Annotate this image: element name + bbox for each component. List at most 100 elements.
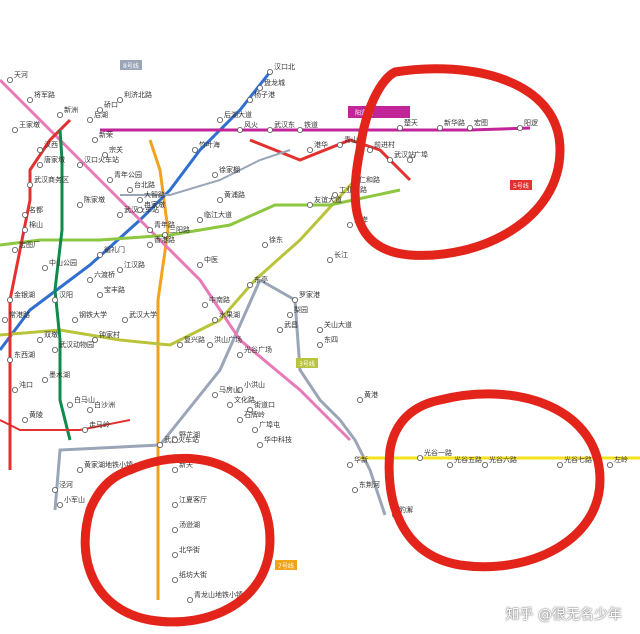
station-label: 钢铁大学: [79, 310, 107, 319]
station-dot: [146, 226, 153, 233]
station-label: 风火: [244, 121, 258, 129]
line-8-diag: [158, 279, 262, 446]
station-label: 杨子港: [254, 90, 275, 99]
station-dot: [7, 77, 13, 84]
station-label: 循礼门: [104, 245, 125, 254]
station-label: 汤逊湖: [179, 520, 200, 529]
station-label: 东四: [324, 335, 338, 344]
station-label: 武汉动物园: [59, 340, 94, 349]
station-label: 北华街: [179, 545, 200, 554]
station-dot: [211, 316, 218, 323]
station-dot: [351, 486, 358, 493]
station-dot: [92, 336, 99, 343]
station-dot: [246, 406, 253, 413]
station-dot: [26, 181, 33, 188]
station-dot: [176, 341, 183, 348]
station-label: 后湖大道: [224, 110, 252, 119]
station-label: 中南路: [209, 295, 230, 304]
line-7: [148, 139, 170, 600]
station-label: 青山: [344, 135, 358, 144]
station-dot: [331, 191, 338, 198]
station-dot: [146, 241, 153, 248]
line-7-tag-box: [275, 560, 297, 570]
station-dot: [156, 441, 163, 448]
station-label: 竹叶海: [199, 140, 220, 149]
station-label: 黄家湖地铁小镇: [84, 460, 133, 469]
station-dot: [216, 117, 223, 124]
station-label: 江汉路: [124, 260, 145, 269]
station-dot: [171, 466, 178, 473]
line-link-b: [0, 419, 131, 431]
line-link-a: [120, 149, 291, 196]
station-label: 新荣: [99, 130, 113, 139]
station-dot: [436, 125, 443, 132]
station-label: 铁道: [304, 120, 318, 129]
station-label: 梨园: [294, 305, 308, 314]
station-dot: [481, 461, 488, 468]
station-dot: [276, 326, 283, 333]
line-5-tag-box: [510, 180, 532, 190]
station-dot: [87, 406, 94, 413]
station-label: 名都: [29, 205, 43, 214]
station-label: 宏图厂: [19, 240, 40, 249]
station-label: 东西湖: [14, 350, 35, 359]
station-dot: [37, 146, 44, 153]
station-dot: [92, 136, 99, 143]
station-dot: [246, 281, 253, 288]
station-label: 武汉商务区: [34, 175, 69, 184]
station-label: 豹澥: [399, 505, 413, 514]
station-dot: [2, 316, 8, 323]
station-label: 汉口火车站: [84, 155, 119, 164]
station-label: 王家墩: [19, 120, 40, 129]
station-label: 文化路: [234, 395, 255, 404]
station-dot: [117, 97, 124, 104]
station-dot: [72, 316, 79, 323]
line-21: [100, 126, 531, 132]
station-label: 走马岭: [89, 420, 110, 429]
station-label: 汉口北: [274, 63, 295, 71]
station-dot: [57, 112, 64, 119]
station-label: 友谊大道: [314, 195, 342, 204]
station-label: 武昌: [284, 320, 298, 329]
station-dot: [286, 311, 293, 318]
station-label: 武汉站: [394, 150, 415, 159]
station-dot: [161, 231, 168, 238]
station-label: 长江: [334, 250, 348, 259]
station-label: 将军路: [34, 90, 55, 99]
station-dot: [117, 266, 124, 273]
station-label: 香港路: [154, 235, 175, 244]
line-5: [8, 118, 72, 470]
station-dot: [42, 376, 49, 383]
station-label: 青年路: [154, 220, 175, 229]
station-label: 汉西: [44, 141, 58, 149]
station-dot: [196, 216, 203, 223]
station-label: 沌口: [19, 380, 33, 389]
station-dot: [296, 127, 303, 134]
line-3-tag-box: [296, 358, 318, 368]
line-2: [0, 78, 352, 442]
station-label: 钟家村: [99, 330, 120, 339]
station-label: 光谷五路: [454, 455, 482, 464]
station-label: 石牌岭: [244, 410, 265, 419]
station-dot: [122, 316, 129, 323]
station-label: 六渡桥: [94, 270, 115, 279]
station-label: 三阳路: [169, 225, 190, 234]
station-label: 光谷七路: [564, 455, 592, 464]
station-dot: [7, 296, 13, 303]
station-dot: [356, 396, 363, 403]
station-label: 冉家墩: [144, 200, 165, 209]
station-dot: [171, 577, 178, 584]
station-dot: [261, 241, 268, 248]
station-label: 楚天: [404, 118, 418, 127]
station-label: 关山大道: [324, 320, 352, 329]
station-dot: [67, 401, 74, 408]
station-dot: [366, 146, 373, 153]
station-dot: [127, 186, 134, 193]
station-label: 左岭: [614, 455, 628, 464]
station-dot: [11, 246, 18, 253]
station-label: 中医: [204, 255, 218, 264]
station-label: 罗家港: [299, 290, 320, 299]
station-dot: [52, 296, 59, 303]
station-dot: [97, 107, 104, 114]
